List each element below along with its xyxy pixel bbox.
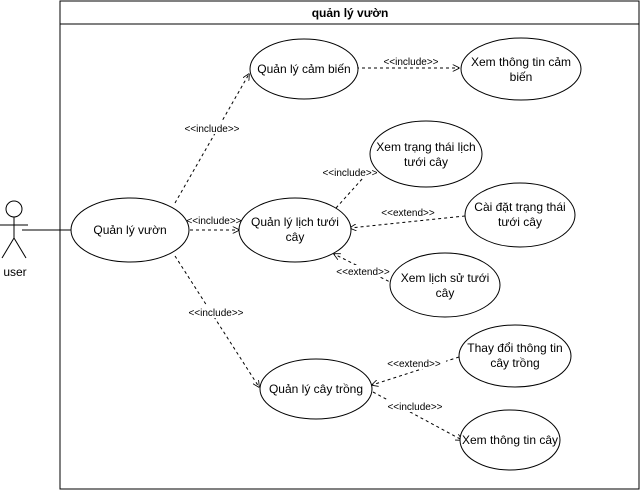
- usecase-schedule[interactable]: Quản lý lịch tưới cây: [238, 197, 352, 263]
- usecase-label-line1: Xem lịch sử tưới: [401, 271, 490, 285]
- usecase-view-plant-info[interactable]: Xem thông tin cây: [459, 409, 561, 471]
- actor-user[interactable]: user: [0, 200, 28, 279]
- edge-labels: <<include>> <<include>> <<include>> <<in…: [182, 55, 447, 413]
- label-plant-viewinfo: <<include>>: [387, 402, 442, 413]
- label-garden-sensor: <<include>>: [184, 124, 239, 135]
- usecase-label-line2: cây: [436, 286, 455, 300]
- usecase-history[interactable]: Xem lịch sử tưới cây: [389, 252, 501, 318]
- usecase-label-line1: Quản lý lịch tưới: [251, 215, 339, 229]
- usecase-plant[interactable]: Quản lý cây trồng: [259, 358, 373, 420]
- label-setstatus-text: <<extend>>: [381, 208, 435, 219]
- label-changeplant: <<extend>>: [387, 359, 441, 370]
- label-garden-schedule: <<include>>: [186, 216, 241, 227]
- usecase-label-line2: biến: [510, 70, 533, 84]
- usecase-label-line2: tưới cây: [404, 155, 448, 169]
- system-title: quản lý vườn: [312, 6, 389, 20]
- usecase-change-plant-info[interactable]: Thay đổi thông tin cây trồng: [458, 324, 572, 388]
- edge-garden-plant: [174, 255, 259, 387]
- usecase-label-line2: cây: [286, 230, 305, 244]
- usecase-label-line1: Cài đặt trạng thái: [474, 200, 565, 214]
- usecase-label-line2: cây trồng: [490, 356, 539, 370]
- usecase-label-line1: Thay đổi thông tin: [467, 341, 562, 355]
- edge-history-schedule: [334, 254, 395, 285]
- edge-setstatus-schedule: [350, 215, 466, 228]
- usecase-view-schedule-status[interactable]: Xem trạng thái lịch tưới cây: [369, 120, 483, 188]
- edge-garden-sensor: [174, 74, 249, 204]
- label-schedule-viewstatus: <<include>>: [322, 168, 377, 179]
- usecase-set-schedule-status[interactable]: Cài đặt trạng thái tưới cây: [464, 182, 576, 248]
- usecase-garden[interactable]: Quản lý vườn: [70, 197, 190, 263]
- usecase-label: Quản lý cây trồng: [269, 382, 363, 396]
- usecase-label: Xem thông tin cây: [462, 433, 558, 447]
- label-history: <<extend>>: [336, 267, 390, 278]
- edge-plant-viewinfo: [372, 391, 462, 440]
- usecase-label-line1: Xem thông tin cảm: [471, 55, 571, 69]
- actor-label: user: [3, 265, 26, 279]
- usecase-label-line2: tưới cây: [498, 215, 542, 229]
- usecase-label: Quản lý cảm biến: [257, 62, 350, 76]
- usecase-sensor[interactable]: Quản lý cảm biến: [249, 38, 359, 100]
- usecase-label-line1: Xem trạng thái lịch: [376, 140, 475, 154]
- usecase-sensor-info[interactable]: Xem thông tin cảm biến: [460, 37, 582, 101]
- label-sensor-info: <<include>>: [383, 57, 438, 68]
- label-garden-plant: <<include>>: [188, 308, 243, 319]
- usecase-label: Quản lý vườn: [93, 223, 166, 237]
